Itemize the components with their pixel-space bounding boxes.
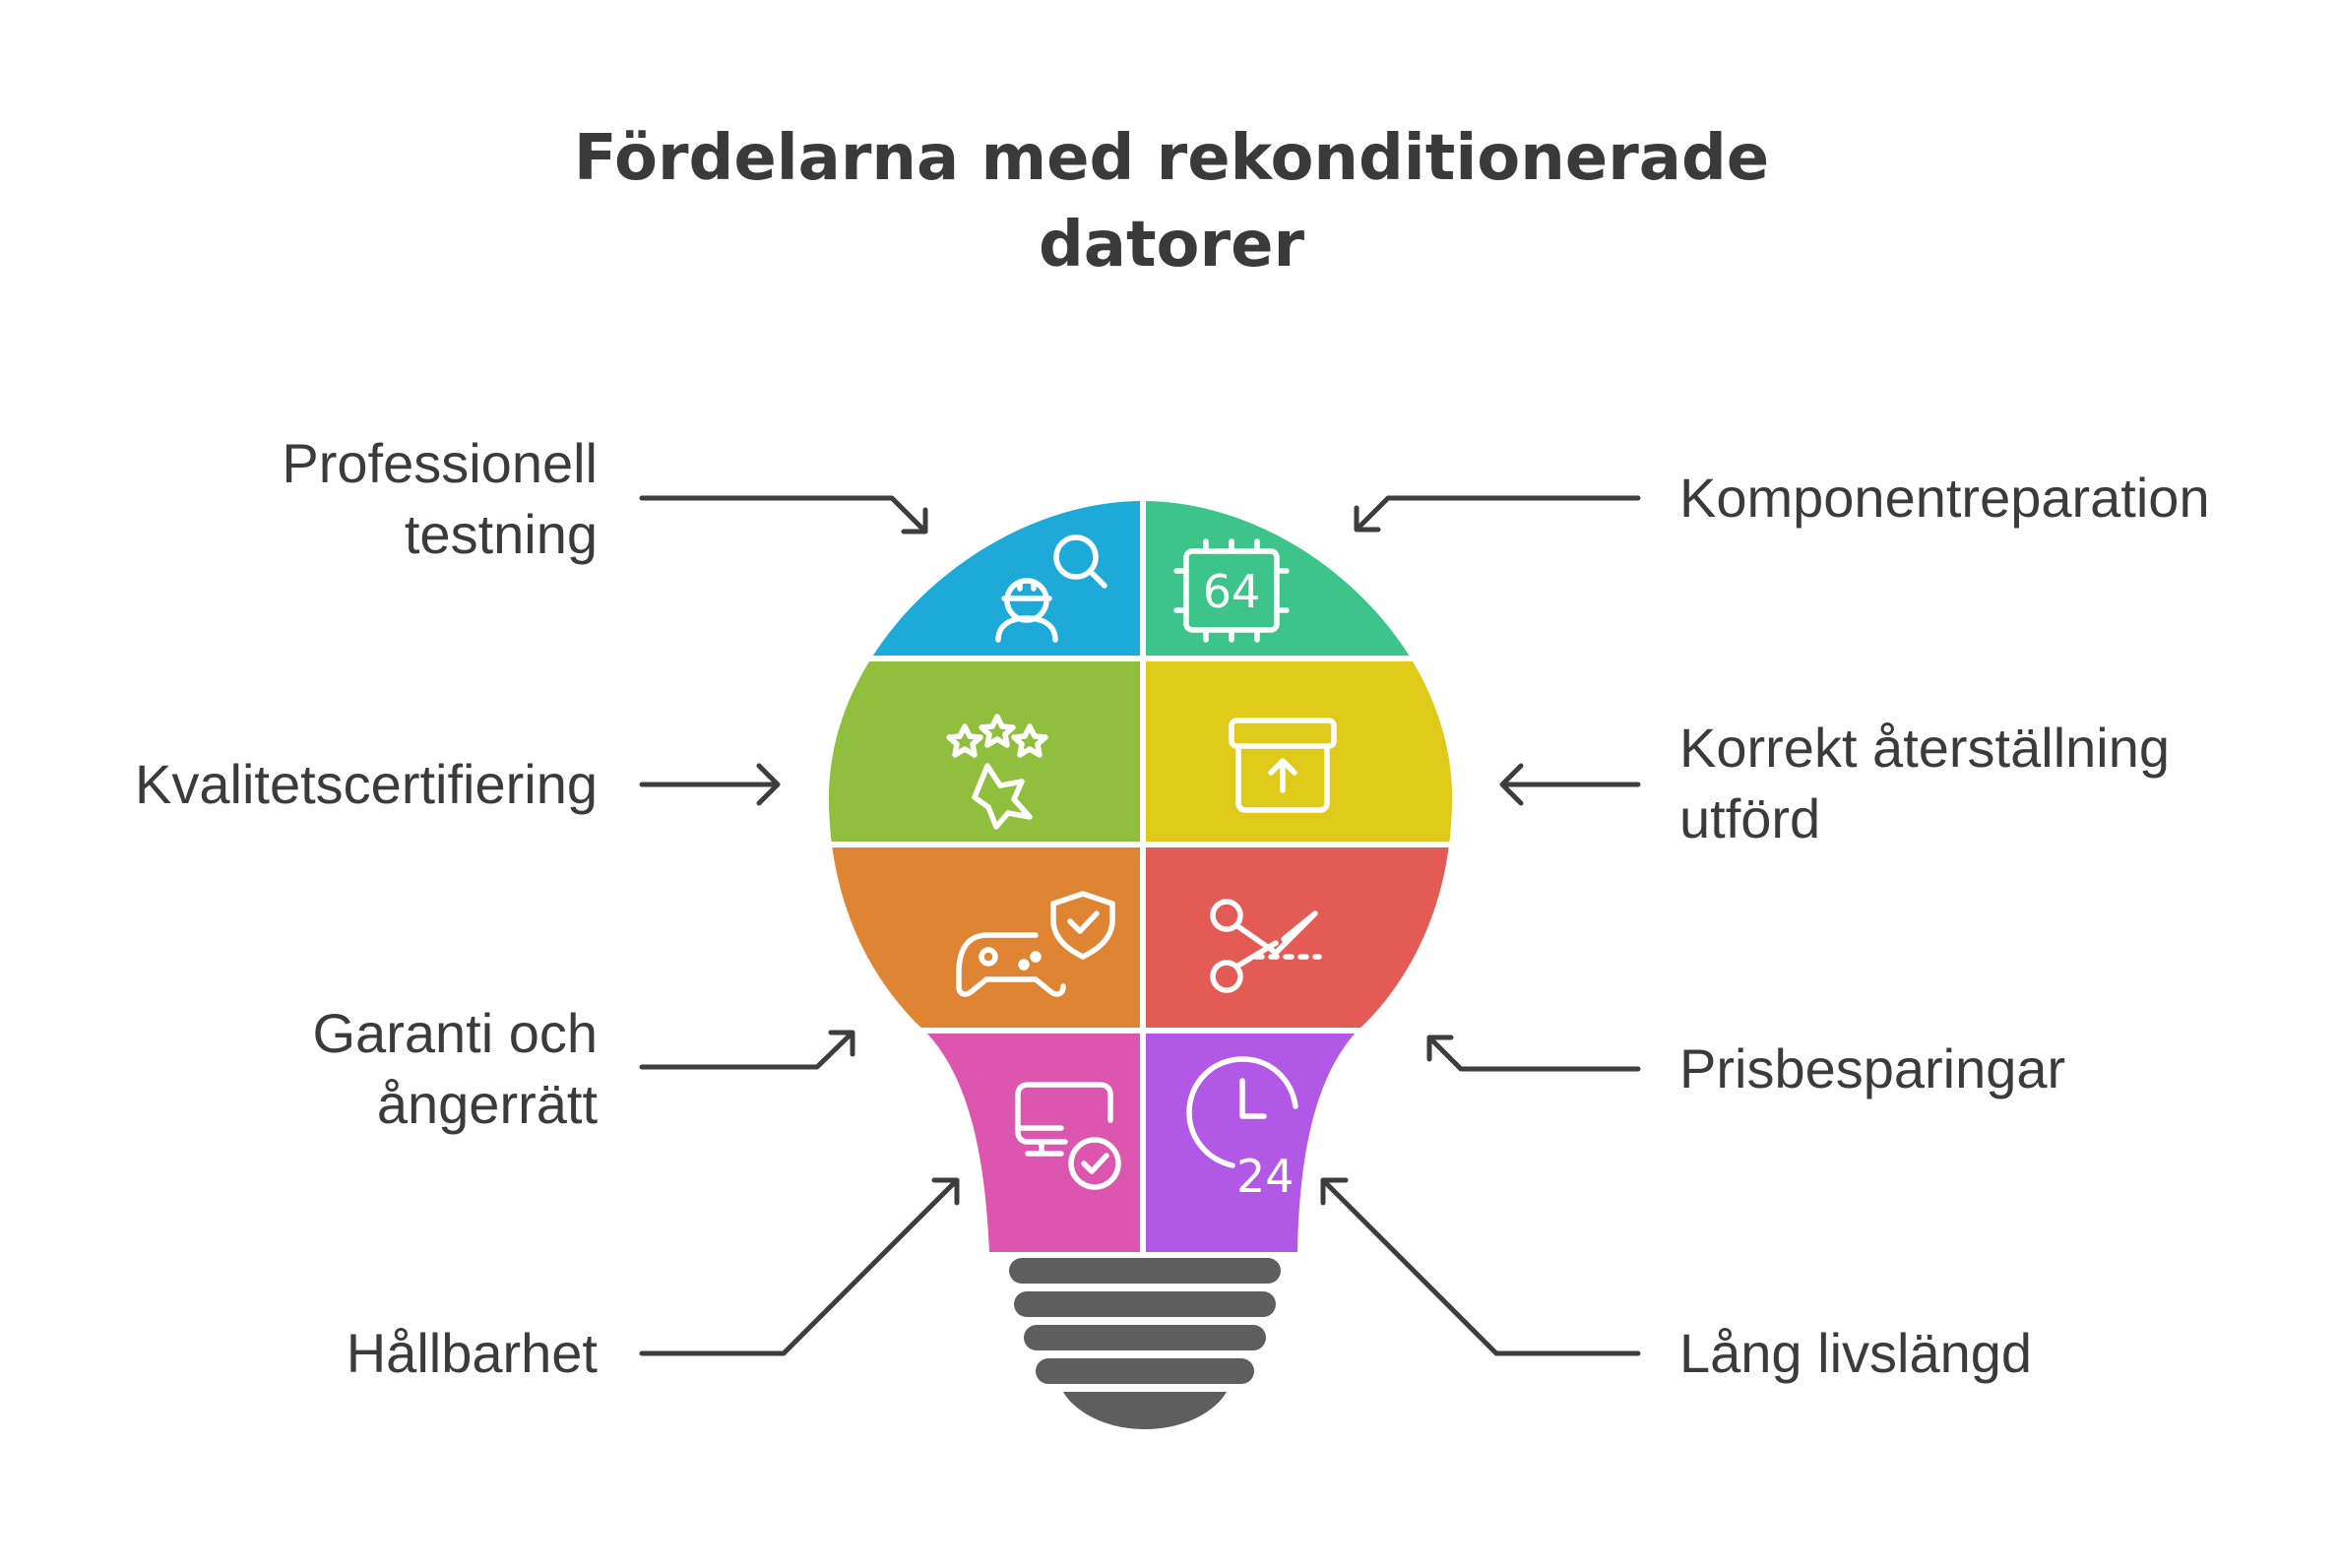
label-garanti-1: Garanti och (313, 1002, 599, 1064)
title-line-1: Fördelarna med rekonditionerade (574, 122, 1769, 195)
arrow-professionell (639, 495, 928, 534)
arrow-prisbesparingar (1426, 1035, 1641, 1072)
segment-kvalitetscertifiering (829, 661, 1140, 842)
label-hallbarhet: Hållbarhet (347, 1322, 599, 1384)
segment-garanti (829, 847, 1140, 1028)
label-professionell-2: testning (405, 503, 598, 565)
label-korrekt-2: utförd (1679, 787, 1820, 849)
segment-korrekt-aterstallning (1146, 661, 1452, 842)
label-professionell-1: Professionell (282, 432, 598, 494)
segment-prisbesparingar (1146, 847, 1452, 1028)
label-kvalitetscertifiering: Kvalitetscertifiering (135, 753, 598, 815)
arrow-korrekt (1499, 763, 1641, 806)
clock-24-text: 24 (1236, 1150, 1295, 1203)
arrow-hallbarhet (639, 1177, 960, 1356)
bulb-base (1009, 1258, 1281, 1429)
gamepad-shield-icon (956, 891, 1115, 997)
label-komponentreparation: Komponentreparation (1679, 467, 2210, 529)
label-lang-livslangd: Lång livslängd (1679, 1322, 2032, 1384)
label-prisbesparingar: Prisbesparingar (1679, 1037, 2065, 1099)
arrow-lang (1320, 1177, 1641, 1356)
arrow-kvalitet (639, 763, 781, 806)
bulb-glass (829, 501, 1452, 1252)
scissors-cut-icon (1210, 899, 1322, 993)
clock-24-icon: 24 (1186, 1056, 1298, 1203)
chip-64-icon: 64 (1173, 538, 1290, 643)
label-garanti-2: ångerrätt (377, 1073, 599, 1135)
arrows-right (1320, 495, 1641, 1356)
box-upload-icon (1229, 718, 1337, 813)
title-line-2: datorer (1039, 209, 1305, 282)
stars-rating-icon (946, 714, 1048, 830)
label-korrekt-1: Korrekt återställning (1679, 717, 2170, 779)
chip-64-text: 64 (1203, 565, 1261, 618)
arrow-garanti (639, 1030, 855, 1070)
monitor-check-icon (1015, 1082, 1121, 1190)
arrows-left (639, 495, 960, 1356)
worker-search-icon (995, 534, 1107, 643)
arrow-komponent (1354, 495, 1641, 533)
